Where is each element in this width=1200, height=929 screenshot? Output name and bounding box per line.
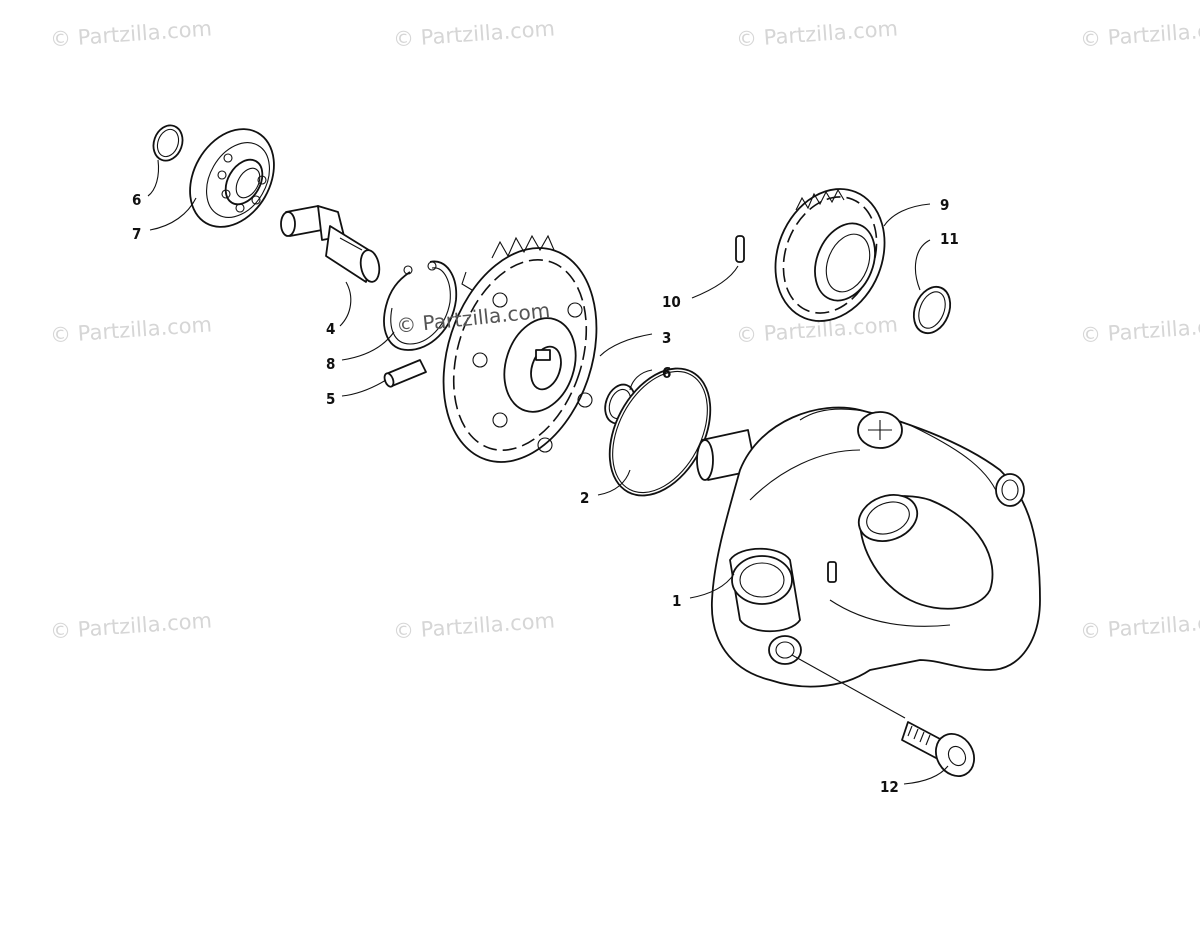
leader-line-9 bbox=[883, 203, 931, 227]
gear-part-9[interactable] bbox=[756, 172, 903, 337]
leader-line-6b bbox=[629, 369, 653, 391]
snap-ring-part-11[interactable] bbox=[907, 281, 957, 338]
shaft-part-4[interactable] bbox=[280, 205, 382, 283]
leader-line-8 bbox=[341, 331, 395, 361]
leader-line-7 bbox=[149, 197, 197, 231]
callout-6[interactable]: 6 bbox=[132, 191, 141, 209]
leader-line-2 bbox=[597, 469, 631, 496]
guide-line bbox=[791, 654, 906, 719]
callout-6[interactable]: 6 bbox=[662, 364, 671, 382]
o-ring-part-2[interactable] bbox=[589, 351, 731, 512]
callout-10[interactable]: 10 bbox=[662, 293, 681, 311]
leader-line-11 bbox=[914, 239, 931, 291]
pump-housing-part-1[interactable] bbox=[696, 406, 1041, 688]
dowel-pin-part-5[interactable] bbox=[383, 359, 427, 388]
leader-line-5 bbox=[341, 379, 387, 397]
leader-line-4 bbox=[339, 281, 352, 327]
callout-5[interactable]: 5 bbox=[326, 390, 335, 408]
callout-9[interactable]: 9 bbox=[940, 196, 949, 214]
callout-8[interactable]: 8 bbox=[326, 355, 335, 373]
leader-line-1 bbox=[689, 573, 735, 599]
callout-2[interactable]: 2 bbox=[580, 489, 589, 507]
callout-12[interactable]: 12 bbox=[880, 778, 899, 796]
callout-7[interactable]: 7 bbox=[132, 225, 141, 243]
snap-ring-part-6[interactable] bbox=[149, 121, 188, 164]
callout-3[interactable]: 3 bbox=[662, 329, 671, 347]
screw-part-12[interactable] bbox=[901, 721, 982, 783]
pin-part-10[interactable] bbox=[735, 235, 745, 263]
bearing-part-7[interactable] bbox=[173, 114, 291, 242]
leader-line-6a bbox=[147, 159, 160, 197]
leader-line-12 bbox=[903, 765, 949, 785]
leader-line-3 bbox=[599, 333, 653, 357]
callout-4[interactable]: 4 bbox=[326, 320, 335, 338]
callout-11[interactable]: 11 bbox=[940, 230, 959, 248]
gear-part-3[interactable] bbox=[418, 228, 623, 482]
circlip-part-8[interactable] bbox=[383, 260, 458, 351]
callout-1[interactable]: 1 bbox=[672, 592, 681, 610]
leader-line-10 bbox=[691, 265, 739, 299]
